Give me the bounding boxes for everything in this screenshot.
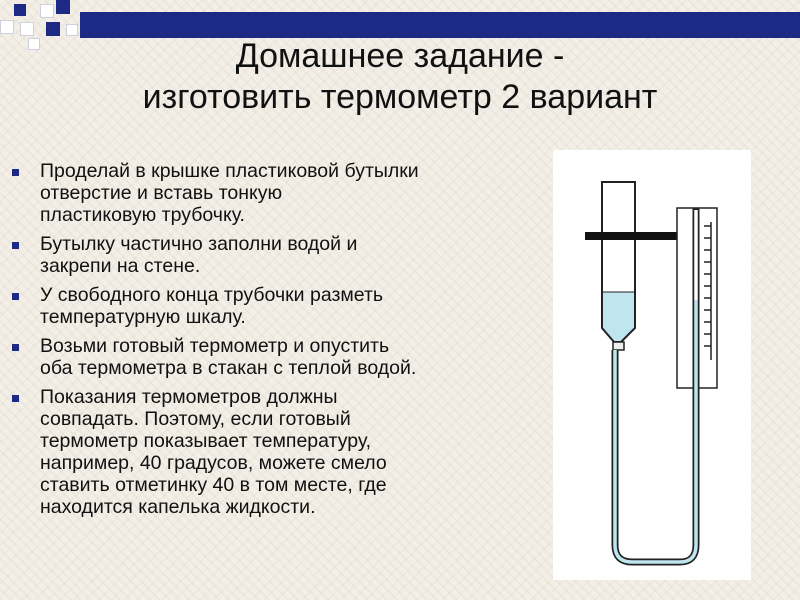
deco-square [20, 22, 34, 36]
list-item-text: Проделай в крышке пластиковой бутылки от… [40, 160, 419, 226]
list-item: Проделай в крышке пластиковой бутылки от… [12, 160, 572, 226]
deco-square [66, 24, 78, 36]
deco-square [46, 22, 60, 36]
list-item: У свободного конца трубочки разметь темп… [12, 284, 572, 328]
deco-square [14, 4, 26, 16]
header-decoration [0, 0, 800, 50]
bullet-square-icon [12, 169, 19, 176]
homemade-thermometer-drawing [585, 181, 718, 566]
title-line-2: изготовить термометр 2 вариант [142, 78, 658, 116]
header-band [80, 12, 800, 38]
instruction-list: Проделай в крышке пластиковой бутылки от… [12, 160, 572, 525]
deco-square [40, 4, 54, 18]
mounting-bar [585, 232, 686, 240]
list-item: Показания термометров должны совпадать. … [12, 386, 572, 518]
bullet-square-icon [12, 242, 19, 249]
bullet-square-icon [12, 395, 19, 402]
list-item: Бутылку частично заполни водой и закрепи… [12, 233, 572, 277]
list-item-text: Показания термометров должны совпадать. … [40, 386, 387, 518]
deco-square [28, 38, 40, 50]
slide-title: Домашнее задание - изготовить термометр … [20, 36, 780, 118]
deco-square [0, 20, 14, 34]
bottle-neck-cap [612, 341, 625, 351]
list-item: Возьми готовый термометр и опустить оба … [12, 335, 572, 379]
thermometer-illustration [553, 150, 751, 580]
u-tube-water [613, 300, 698, 564]
bottle-water [602, 292, 635, 342]
list-item-text: У свободного конца трубочки разметь темп… [40, 284, 384, 328]
title-line-1: Домашнее задание - [235, 37, 565, 75]
list-item-text: Бутылку частично заполни водой и закрепи… [40, 233, 358, 277]
bullet-square-icon [12, 293, 19, 300]
bullet-square-icon [12, 344, 19, 351]
scale-ticks [704, 225, 711, 347]
deco-square [56, 0, 70, 14]
list-item-text: Возьми готовый термометр и опустить оба … [40, 335, 417, 379]
